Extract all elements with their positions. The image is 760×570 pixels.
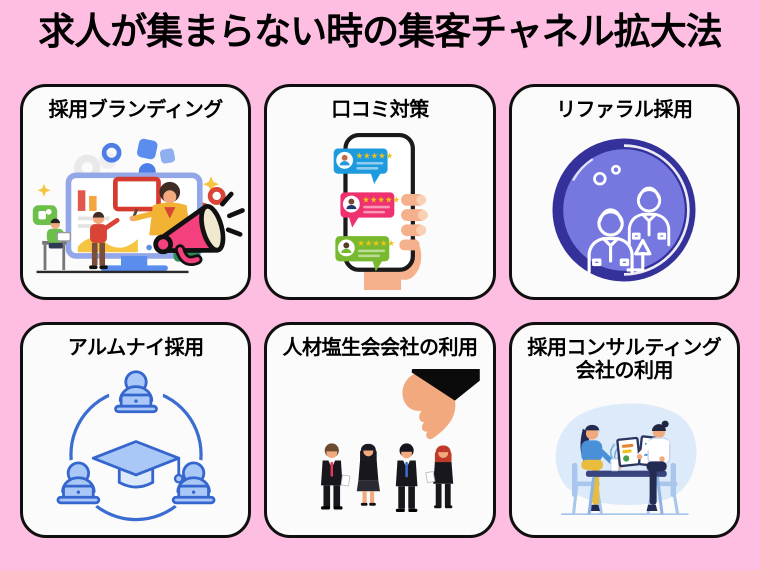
card-title: 人材塩生会会社の利用: [282, 337, 478, 359]
card-consulting-firm: 採用コンサルティング 会社の利用: [508, 322, 740, 538]
review-bubble-blue: ★★★★★: [333, 148, 394, 184]
presenter-woman: [112, 176, 191, 235]
svg-text:★★★★★: ★★★★★: [356, 150, 394, 160]
card-alumni: アルムナイ採用: [20, 322, 252, 538]
card-title: リファラル採用: [556, 99, 693, 121]
sitting-person-laptop: [41, 217, 71, 270]
card-title: 採用コンサルティング 会社の利用: [527, 337, 722, 382]
page-title: 求人が集まらない時の集客チャネル拡大法: [38, 11, 723, 52]
candidate-man: [320, 442, 351, 510]
consulting-meeting-illustration: [556, 403, 697, 515]
card-recruitment-branding: 採用ブランディング: [20, 84, 252, 300]
alumni-member-icon: [107, 368, 165, 423]
card-staffing-agency: 人材塩生会会社の利用: [264, 322, 496, 538]
candidate-woman: [356, 443, 380, 506]
review-bubble-green: ★★★★★: [335, 235, 395, 271]
alumni-member-icon: [164, 457, 222, 514]
candidate-man: [395, 442, 418, 512]
sparkle-icon: [202, 175, 219, 192]
picking-hand-icon: [402, 368, 480, 439]
card-title: 採用ブランディング: [48, 99, 224, 121]
recruitment-branding-illustration: [32, 138, 245, 273]
graduation-cap-icon: [91, 439, 184, 488]
consultant-person: [637, 420, 671, 512]
hand-picking-candidates-illustration: [320, 368, 480, 512]
card-title: 口コミ対策: [331, 99, 429, 121]
megaphone-icon: [152, 191, 245, 266]
candidate-woman: [425, 445, 454, 508]
review-phone-illustration: ★★★★★ ★★★★★ ★★★★★: [333, 132, 428, 290]
up-arrow-icon: [626, 238, 652, 271]
sparkle-icon: [37, 183, 51, 197]
table: [586, 470, 668, 515]
card-word-of-mouth: 口コミ対策 ★★★★★: [264, 84, 496, 300]
svg-text:★★★★★: ★★★★★: [357, 238, 395, 248]
alumni-member-icon: [49, 457, 107, 514]
review-bubble-pink: ★★★★★: [340, 191, 400, 228]
card-grid: 採用ブランディング: [20, 84, 740, 538]
svg-text:★★★★★: ★★★★★: [362, 194, 400, 204]
alumni-network-illustration: [49, 368, 222, 521]
referral-badge-illustration: [552, 137, 696, 282]
card-title: アルムナイ採用: [67, 337, 204, 359]
card-referral: リファラル採用: [508, 84, 740, 300]
standing-man: [88, 211, 120, 269]
